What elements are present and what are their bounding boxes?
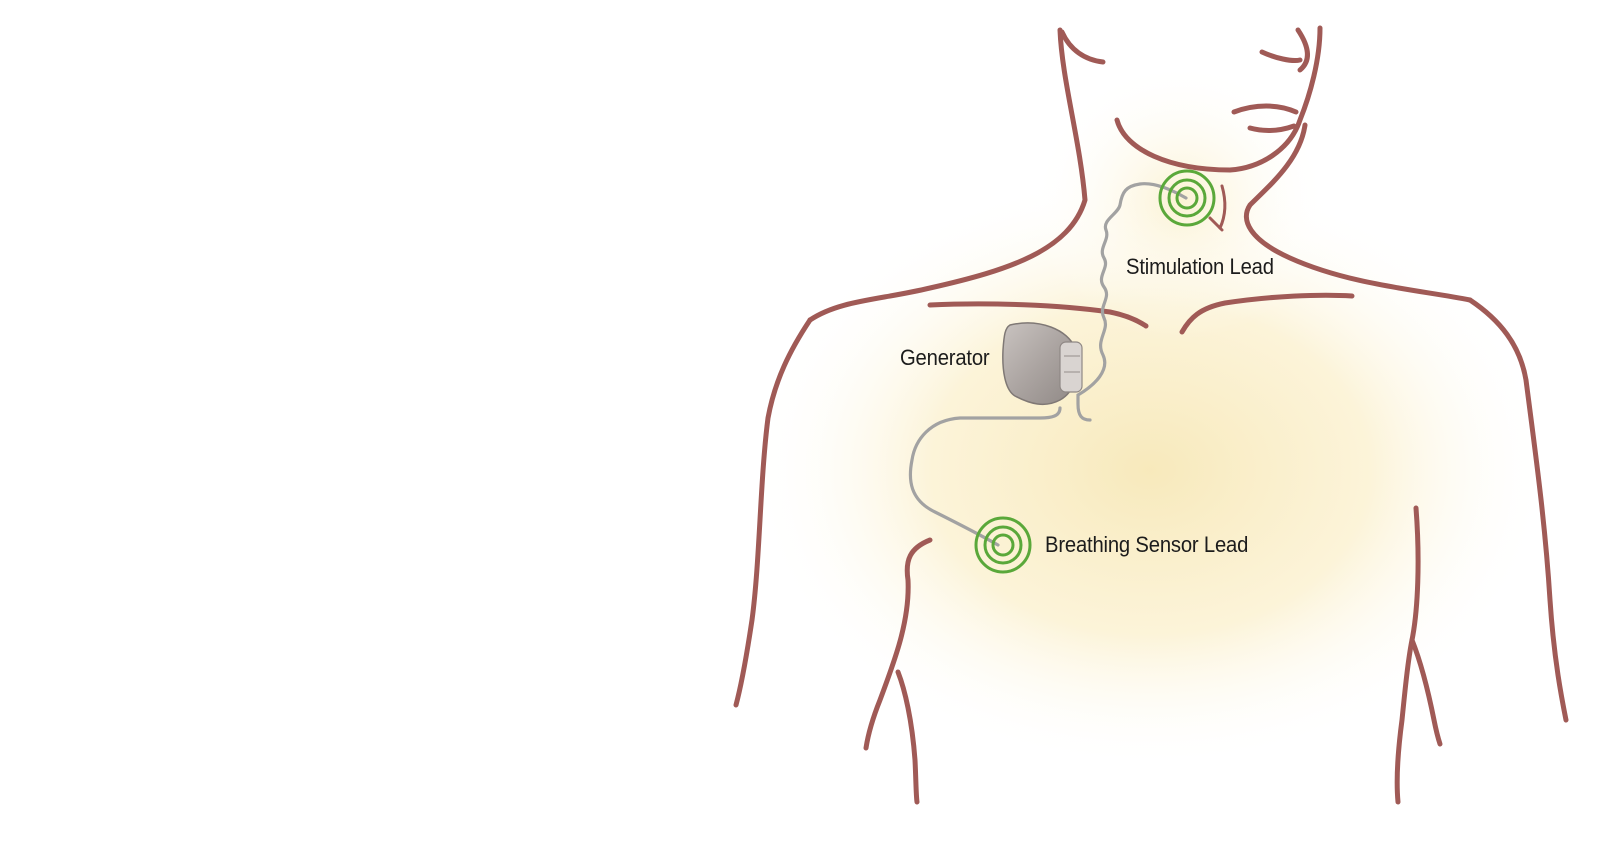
- body-outline: [733, 25, 1569, 805]
- breathing-sensor-lead-wire: [908, 406, 1062, 547]
- stimulation-sensor-rings: [1158, 169, 1216, 227]
- generator-device: [1002, 322, 1083, 406]
- stimulation-lead-wire: [1076, 182, 1188, 422]
- breathing-sensor-lead-label: Breathing Sensor Lead: [1045, 532, 1249, 557]
- chest-glow: [750, 170, 1550, 770]
- generator-label: Generator: [900, 345, 990, 370]
- breathing-sensor-rings: [974, 516, 1032, 574]
- stimulation-lead-label: Stimulation Lead: [1126, 254, 1274, 279]
